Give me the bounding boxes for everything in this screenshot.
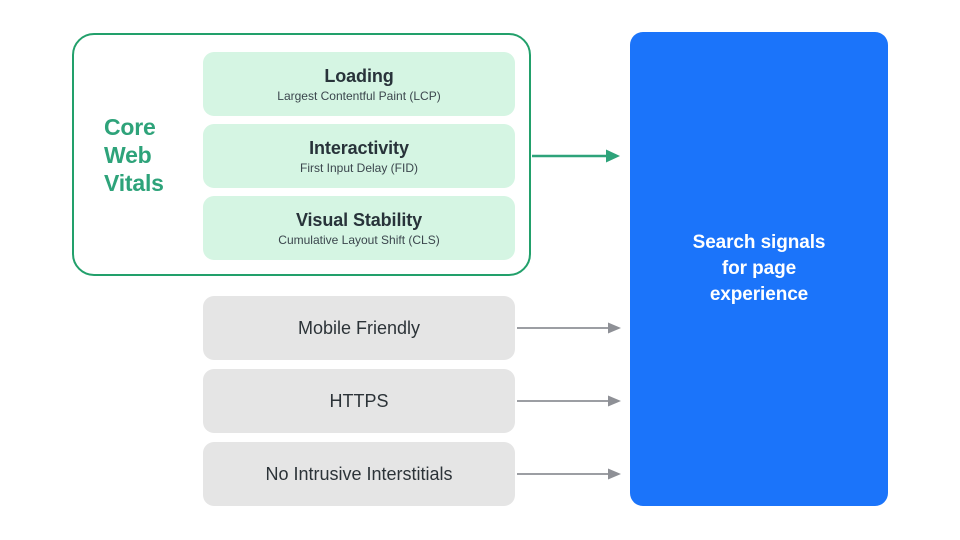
core-web-vitals-label-line-3: Vitals xyxy=(104,170,164,196)
metric-title: Visual Stability xyxy=(295,209,423,230)
core-web-vitals-label: Core Web Vitals xyxy=(104,113,190,197)
outcome-line-2: for page xyxy=(721,258,797,279)
arrow-no-intrusive-interstitials-to-outcome xyxy=(517,468,621,480)
outcome-line-3: experience xyxy=(709,284,809,305)
signal-title: No Intrusive Interstitials xyxy=(265,464,453,484)
signal-card-mobile-friendly[interactable]: Mobile Friendly xyxy=(203,296,515,360)
core-web-vitals-label-line-1: Core xyxy=(104,114,156,140)
signal-title: HTTPS xyxy=(329,391,389,411)
metric-card-loading[interactable]: Loading Largest Contentful Paint (LCP) xyxy=(203,52,515,116)
outcome-panel-text: Search signals for page experience xyxy=(693,230,826,308)
metric-subtitle: First Input Delay (FID) xyxy=(299,160,419,175)
metric-subtitle: Cumulative Layout Shift (CLS) xyxy=(278,232,440,247)
arrow-core-web-vitals-to-outcome xyxy=(532,149,620,163)
outcome-panel-search-signals[interactable]: Search signals for page experience xyxy=(630,32,888,506)
metric-title: Loading xyxy=(324,65,394,86)
signal-card-https[interactable]: HTTPS xyxy=(203,369,515,433)
core-web-vitals-label-line-2: Web xyxy=(104,142,152,168)
signal-card-no-intrusive-interstitials[interactable]: No Intrusive Interstitials xyxy=(203,442,515,506)
core-web-vitals-group xyxy=(72,33,531,276)
metric-card-interactivity[interactable]: Interactivity First Input Delay (FID) xyxy=(203,124,515,188)
arrow-https-to-outcome xyxy=(517,395,621,407)
metric-subtitle: Largest Contentful Paint (LCP) xyxy=(277,88,441,103)
signal-title: Mobile Friendly xyxy=(297,318,421,338)
outcome-line-1: Search signals xyxy=(692,232,826,253)
metric-title: Interactivity xyxy=(309,137,409,158)
metric-card-visual-stability[interactable]: Visual Stability Cumulative Layout Shift… xyxy=(203,196,515,260)
arrow-mobile-friendly-to-outcome xyxy=(517,322,621,334)
